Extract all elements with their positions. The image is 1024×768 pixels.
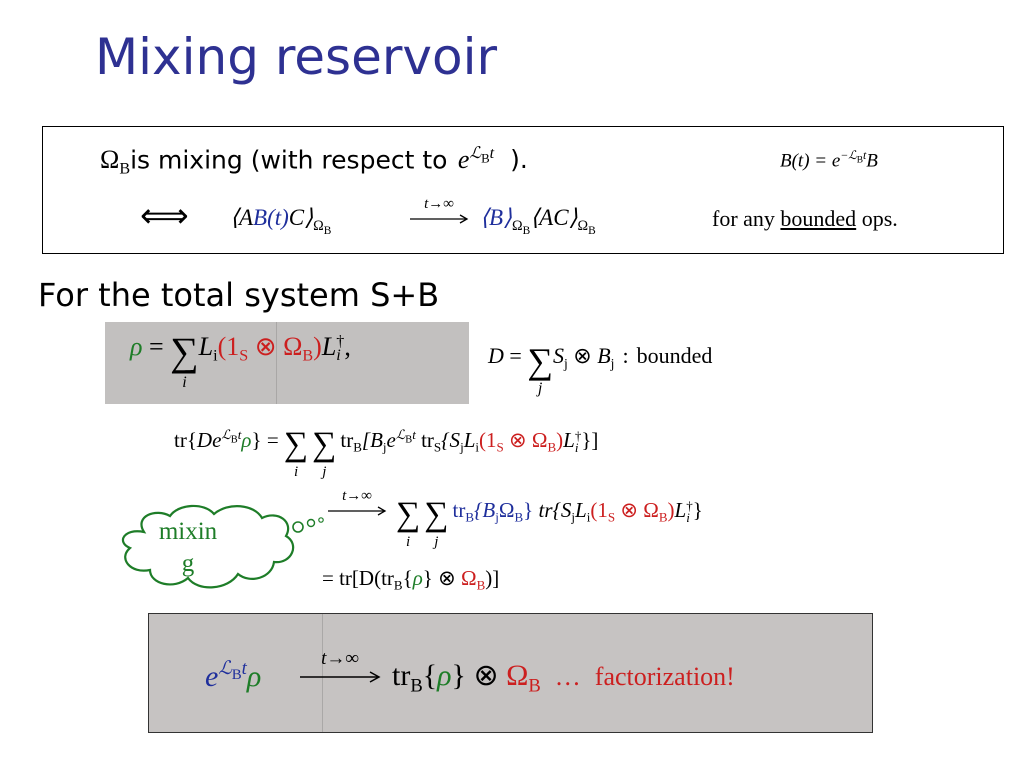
section-heading: For the total system S+B: [38, 276, 440, 314]
thought-cloud-icon: [121, 504, 324, 589]
mixing-statement: ΩBis mixing (with respect to eℒBt).: [100, 143, 528, 179]
limit-arrow-2: t→∞: [326, 488, 388, 517]
equation-3: = tr[D(trB{ρ} ⊗ ΩB)]: [322, 566, 500, 593]
close-paren: ).: [510, 145, 528, 175]
bounded-ops-note: for any bounded ops.: [712, 206, 898, 231]
exp-operator: eℒBt: [457, 145, 495, 175]
long-right-arrow-icon: [300, 671, 381, 683]
correlation-right: ⟨B⟩ΩB⟨AC⟩ΩB: [480, 205, 596, 237]
bt-formula: B(t) = e−ℒBtB: [780, 149, 878, 172]
mixing-text: is mixing (with respect to: [130, 145, 448, 175]
correlation-left: ⟨AB(t)C⟩ΩB: [230, 205, 332, 237]
limit-arrow-1: t→∞: [408, 196, 470, 225]
limit-arrow-3: t→∞: [298, 648, 382, 684]
omega-b-symbol: ΩB: [100, 145, 131, 179]
mixing-definition-box: [42, 126, 1004, 254]
factorization-lhs: eℒBtρ: [205, 658, 262, 694]
long-right-arrow-icon: [328, 506, 387, 516]
factorization-rhs: trB{ρ} ⊗ ΩB…factorization!: [392, 659, 735, 697]
factorization-label: factorization!: [594, 662, 735, 691]
long-right-arrow-icon: [410, 214, 469, 224]
thought-cloud-label: mixin g: [158, 518, 218, 577]
limit-arrow-label: t→∞: [424, 196, 454, 212]
bounded-underlined: bounded: [780, 206, 857, 231]
iff-arrow: ⟺: [140, 198, 189, 235]
page-title: Mixing reservoir: [95, 28, 498, 86]
factorization-box: [148, 613, 873, 733]
rho-definition-box: [105, 322, 469, 404]
